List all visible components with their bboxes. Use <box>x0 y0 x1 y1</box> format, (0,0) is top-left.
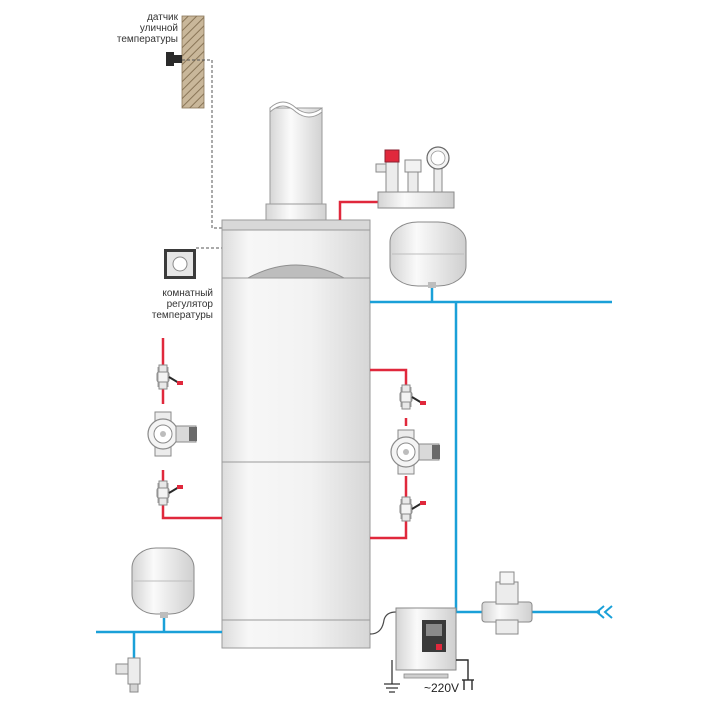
outside-wall <box>181 15 205 109</box>
expansion-tank-icon <box>389 221 467 288</box>
outdoor-sensor-icon <box>166 52 182 66</box>
room-regulator-label-line-2: регулятор <box>166 299 213 310</box>
room-thermostat-icon <box>164 249 196 279</box>
power-label: ~220V <box>424 681 460 695</box>
safety-group-icon <box>375 146 455 209</box>
power-cable <box>369 611 397 635</box>
sensor-wire <box>182 59 222 229</box>
ball-valve-icon <box>156 480 183 506</box>
room-regulator-label: комнатный регулятор температуры <box>152 288 213 321</box>
outdoor-sensor-label-line-2: уличной <box>139 23 178 34</box>
outdoor-sensor-label-line-1: датчик <box>147 12 178 23</box>
ball-valve-icon <box>399 496 426 522</box>
ball-valve-icon <box>156 364 183 390</box>
expansion-tank-icon <box>131 547 195 618</box>
circulation-pump-icon <box>147 411 198 457</box>
flow-direction-icon <box>595 605 613 619</box>
outdoor-sensor-label: датчик уличной температуры <box>117 12 178 45</box>
outdoor-sensor-label-line-3: температуры <box>116 34 178 45</box>
boiler-unit <box>221 219 371 649</box>
circulation-pump-icon <box>390 429 441 475</box>
ground-symbol-icon <box>384 660 400 693</box>
voltage-stabilizer-icon <box>395 607 457 679</box>
hot-water-lines <box>161 200 408 540</box>
room-regulator-label-line-3: температуры <box>151 310 213 321</box>
power-plug-icon <box>456 659 474 690</box>
pressure-reducer-icon <box>481 571 533 635</box>
ball-valve-icon <box>115 657 141 693</box>
chimney-flue <box>265 101 327 221</box>
ball-valve-icon <box>399 384 426 410</box>
room-regulator-label-line-1: комнатный <box>162 288 213 299</box>
